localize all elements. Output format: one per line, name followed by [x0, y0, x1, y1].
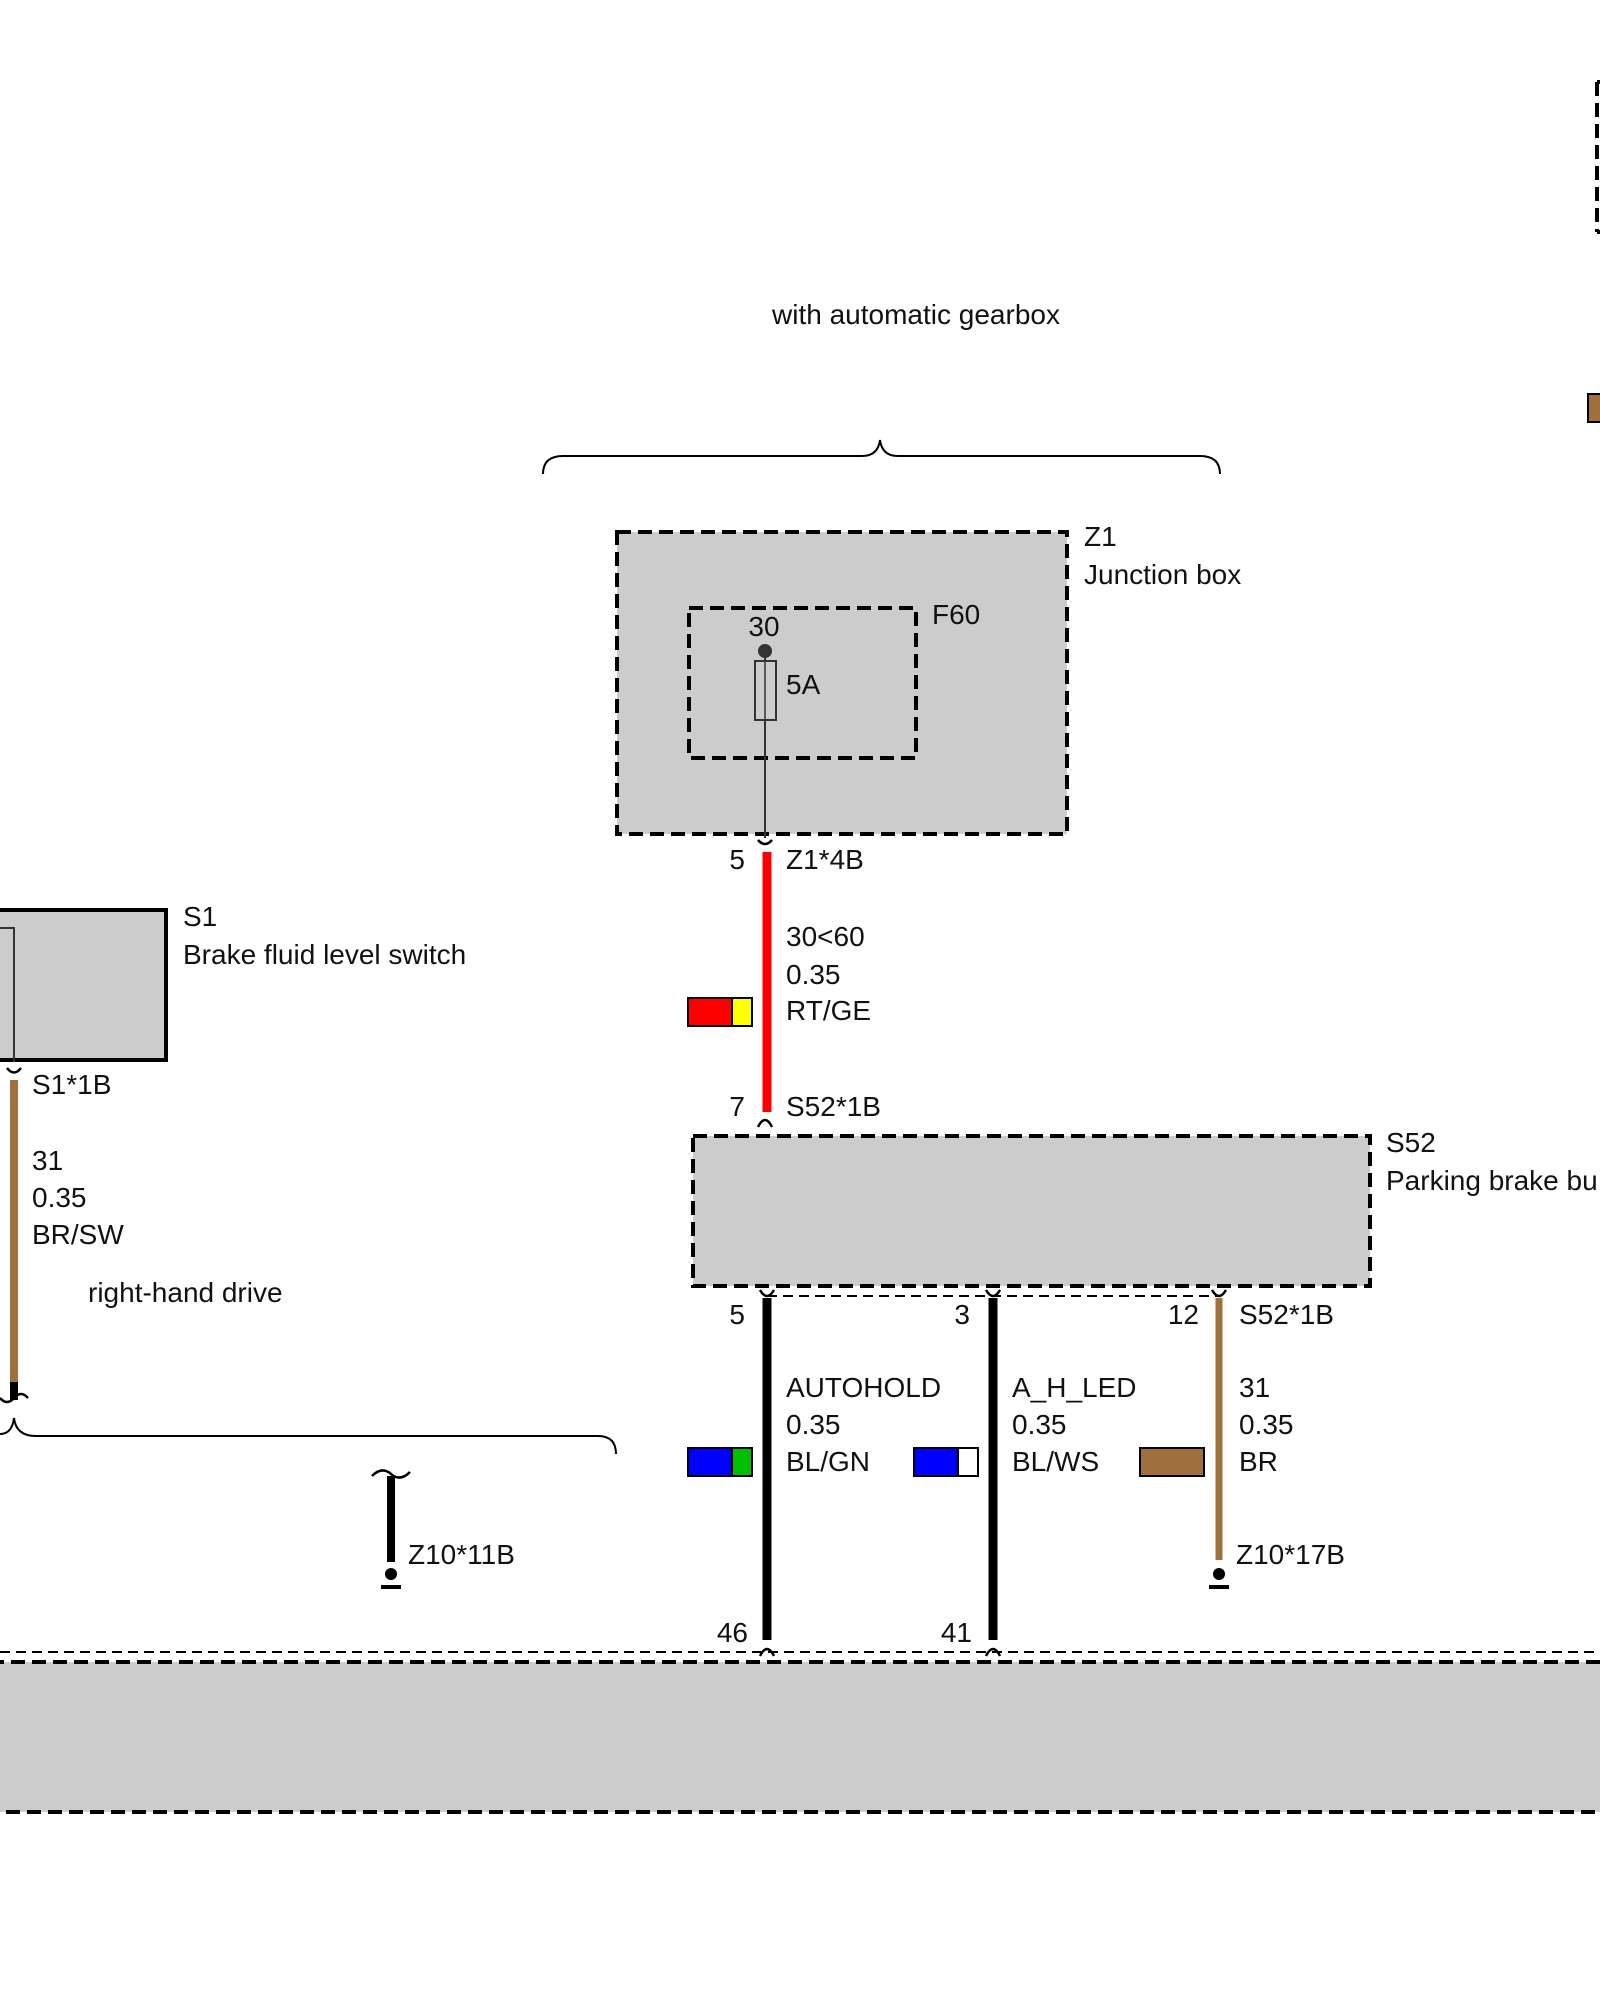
f60-rating: 5A — [786, 669, 821, 700]
wire-31-br-color: BR — [1239, 1446, 1278, 1477]
s52-name: Parking brake bu — [1386, 1165, 1598, 1196]
wire-a-h-led: A_H_LED 0.35 BL/WS — [913, 1298, 1137, 1640]
wire-31-br-size: 0.35 — [1239, 1409, 1294, 1440]
wire-a-h-led-color: BL/WS — [1012, 1446, 1099, 1477]
s52-code: S52 — [1386, 1127, 1436, 1158]
z1-pin: 5 — [729, 844, 745, 875]
f60-code: F60 — [932, 599, 980, 630]
junction-box-z1: Z1 Junction box — [615, 521, 1241, 836]
s1-connector: S1*1B — [32, 1069, 111, 1100]
annotation-automatic-gearbox: with automatic gearbox — [771, 299, 1060, 330]
brace-right-hand-drive — [0, 1417, 617, 1455]
wire-30-60-signal: 30<60 — [786, 921, 865, 952]
fuse-f60: F60 30 5A — [687, 599, 980, 838]
wire-30-60: 30<60 0.35 RT/GE — [687, 852, 871, 1112]
wire-30-60-color: RT/GE — [786, 995, 871, 1026]
wire-autohold-signal: AUTOHOLD — [786, 1372, 941, 1403]
wire-31-br: 31 0.35 BR Z10*17B — [1139, 1298, 1345, 1589]
wire-color-swatch-brown — [1139, 1447, 1205, 1477]
wire-a-h-led-size: 0.35 — [1012, 1409, 1067, 1440]
wire-31-br-sw-size: 0.35 — [32, 1182, 87, 1213]
s52-connector-top: S52*1B — [786, 1091, 881, 1122]
annotation-right-hand-drive: right-hand drive — [88, 1277, 283, 1308]
wire-autohold-size: 0.35 — [786, 1409, 841, 1440]
brake-fluid-level-switch-s1: S1 Brake fluid level switch — [0, 901, 466, 1062]
s52-pin-top: 7 — [729, 1091, 745, 1122]
wire-color-swatch-blue — [687, 1447, 733, 1477]
wire-color-swatch-blue-2 — [913, 1447, 959, 1477]
wire-31-br-sw-color: BR/SW — [32, 1219, 124, 1250]
s1-name: Brake fluid level switch — [183, 939, 466, 970]
partial-module-top-right — [1587, 80, 1600, 423]
bottom-module: 46 41 — [0, 1617, 1600, 1814]
s52-pin-b: 3 — [954, 1299, 970, 1330]
wire-color-swatch-white — [957, 1447, 979, 1477]
ground-z10-17b: Z10*17B — [1236, 1539, 1345, 1570]
parking-brake-button-s52: S52 Parking brake bu — [691, 1127, 1598, 1297]
s52-pin-c: 12 — [1168, 1299, 1199, 1330]
wire-autohold: AUTOHOLD 0.35 BL/GN — [687, 1298, 941, 1640]
bottom-pin-a: 46 — [717, 1617, 748, 1648]
ground-z10-11b: Z10*11B — [408, 1539, 515, 1570]
wire-31-br-sw: 31 0.35 BR/SW — [10, 1080, 124, 1400]
wire-autohold-color: BL/GN — [786, 1446, 870, 1477]
wire-31-br-sw-signal: 31 — [32, 1145, 63, 1176]
brace-automatic-gearbox — [542, 439, 1221, 475]
z1-name: Junction box — [1084, 559, 1241, 590]
wire-color-swatch-yellow — [731, 997, 753, 1027]
ground-z10-11b-group: Z10*11B — [371, 1469, 515, 1589]
bottom-pin-b: 41 — [941, 1617, 972, 1648]
wire-31-br-signal: 31 — [1239, 1372, 1270, 1403]
s52-pin-a: 5 — [729, 1299, 745, 1330]
s1-code: S1 — [183, 901, 217, 932]
f60-terminal: 30 — [748, 611, 779, 642]
wire-color-swatch-green — [731, 1447, 753, 1477]
wire-30-60-size: 0.35 — [786, 959, 841, 990]
wire-a-h-led-signal: A_H_LED — [1012, 1372, 1137, 1403]
s52-connector-bottom: S52*1B — [1239, 1299, 1334, 1330]
wire-color-swatch-red — [687, 997, 733, 1027]
z1-connector: Z1*4B — [786, 844, 864, 875]
z1-code: Z1 — [1084, 521, 1117, 552]
